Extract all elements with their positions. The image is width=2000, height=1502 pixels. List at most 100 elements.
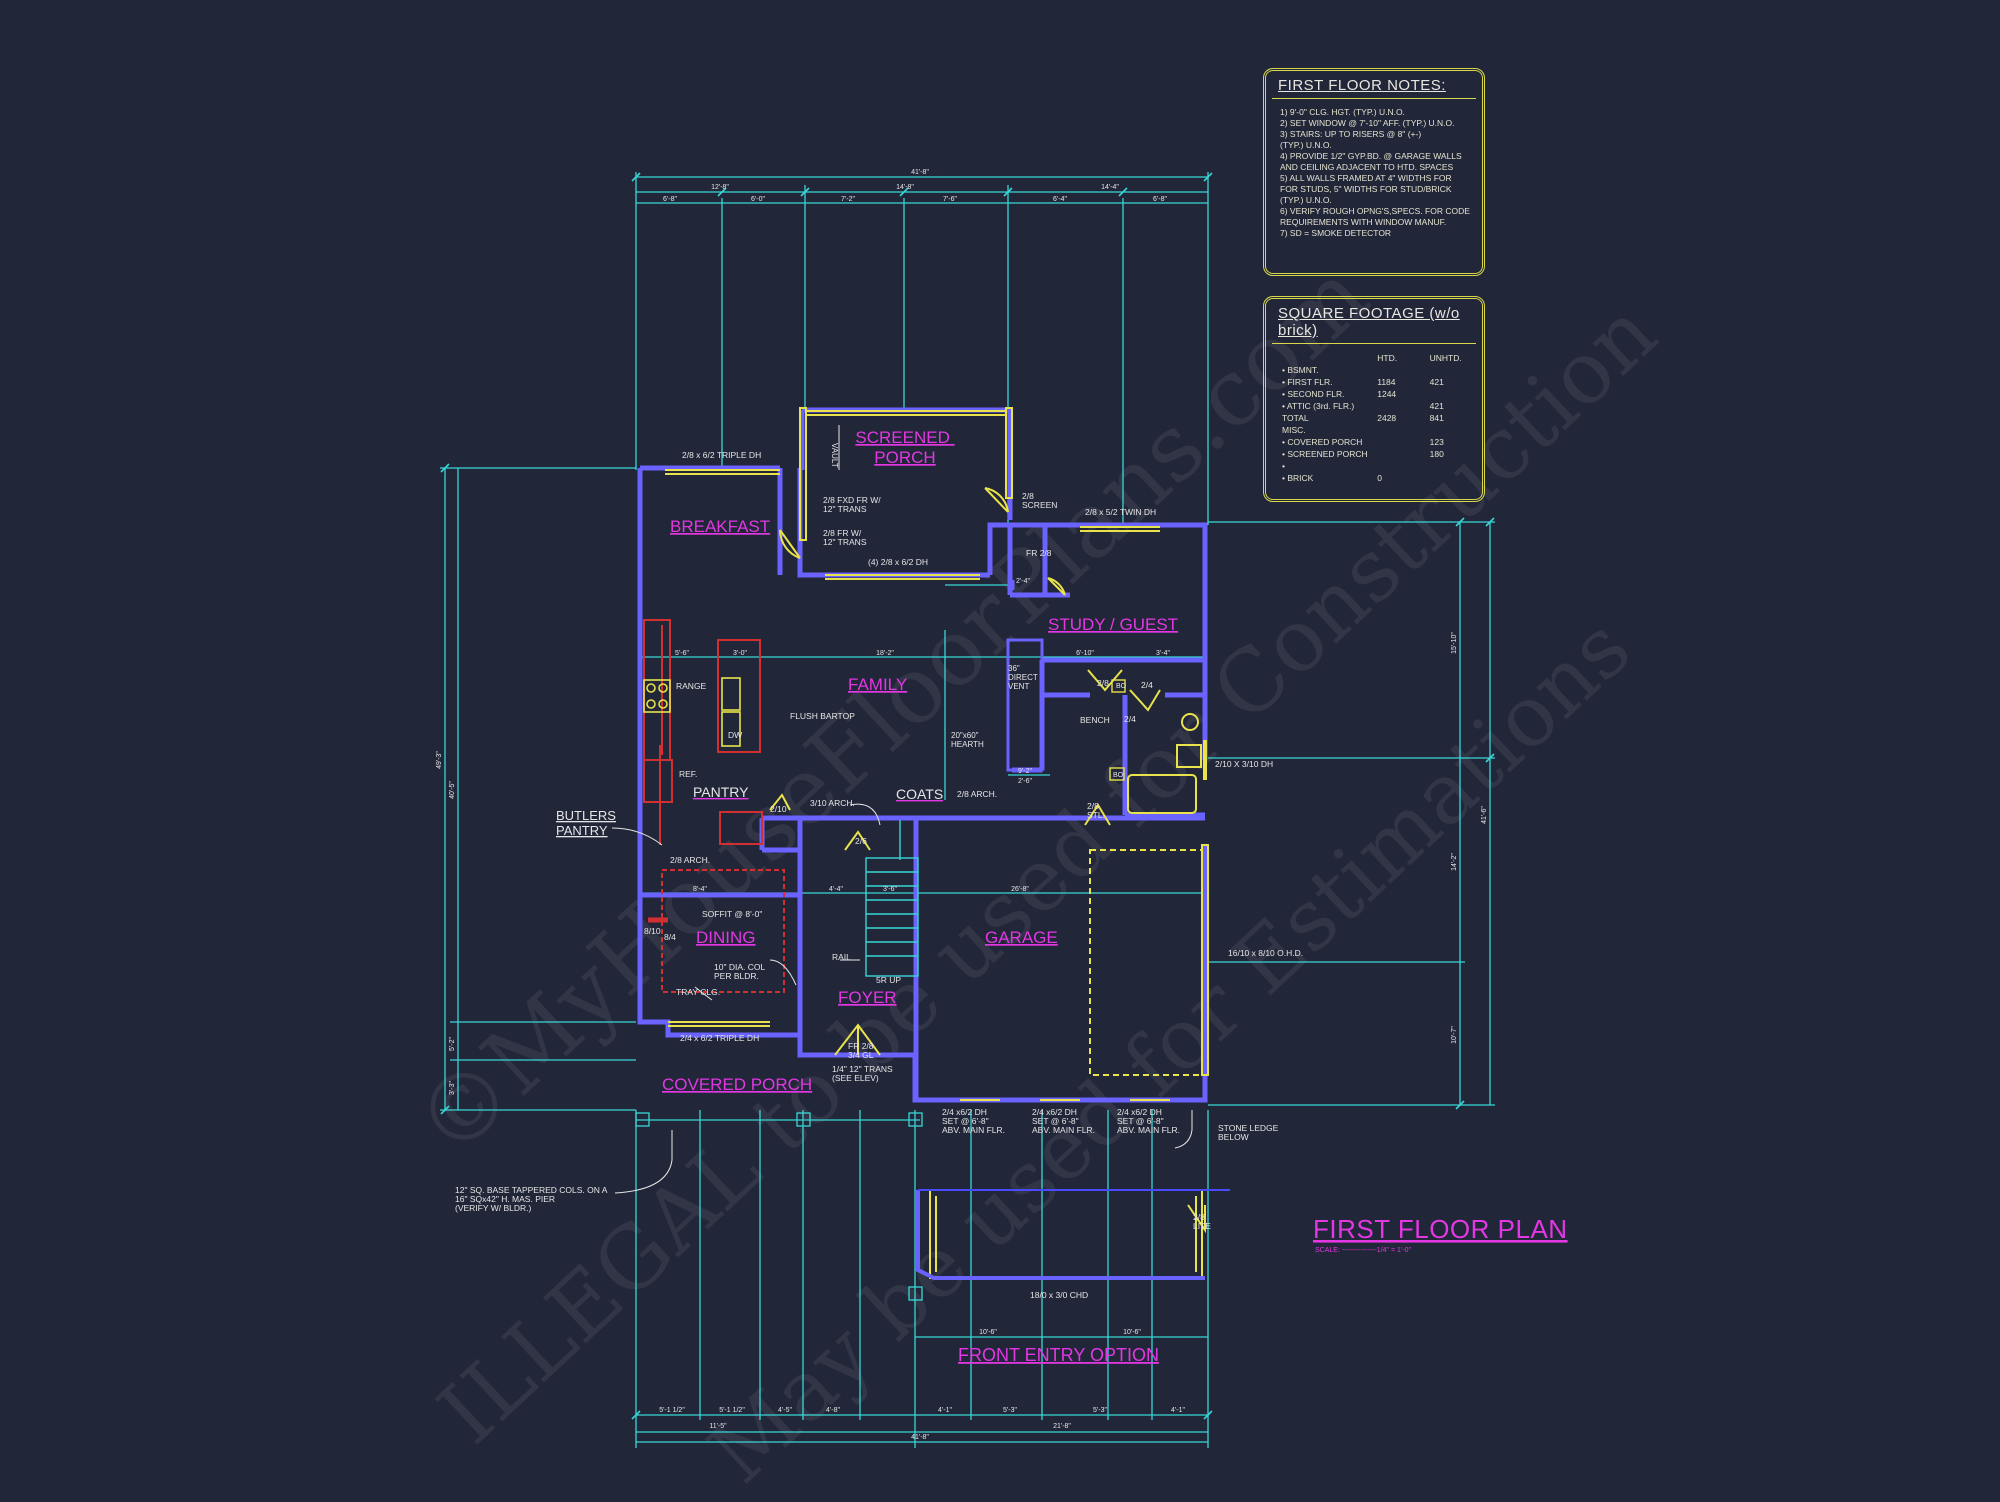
sqft-cell: • (1282, 461, 1285, 471)
square-footage-box: SQUARE FOOTAGE (w/o brick) HTD.UNHTD.• B… (1263, 296, 1485, 502)
label-dim-4: 6'-8" (663, 196, 677, 203)
room-labels: SCREENED PORCH BREAKFAST STUDY / GUEST F… (662, 428, 1178, 1094)
dimension-ticks (440, 172, 1495, 1420)
sqft-cell (1430, 472, 1482, 484)
label-idim-11: 2'-6" (1018, 778, 1032, 785)
label-idim-8: 4'-4" (829, 886, 843, 893)
sqft-cell: 0 (1377, 473, 1382, 483)
label-vdim-0: 49'-3" (436, 751, 443, 769)
label-vdim-5: 41'-6" (1481, 806, 1488, 824)
sqft-cell: 1184 (1377, 377, 1396, 387)
sqft-cell (1377, 448, 1429, 460)
sqft-cell: TOTAL (1282, 413, 1309, 423)
sqft-row: MISC. (1282, 424, 1482, 436)
label-arch-28-fam: 2/8 ARCH. (957, 789, 997, 799)
label-dim-14: 4'-8" (826, 1407, 840, 1414)
bo-boxes (1109, 679, 1126, 781)
room-study-guest: STUDY / GUEST (1048, 615, 1178, 634)
room-screened-porch: SCREENED PORCH (855, 428, 954, 467)
label-d-24b: 2/4 (1124, 714, 1136, 724)
sqft-row: • ATTIC (3rd. FLR.)421 (1282, 400, 1482, 412)
room-dining: DINING (696, 928, 756, 947)
label-idim-10: 9'-2" (1018, 768, 1032, 775)
windows-doors (665, 407, 1209, 1279)
label-dim-7: 7'-6" (943, 196, 957, 203)
label-idim-3: 6'-10" (1076, 650, 1094, 657)
sqft-cell (1430, 364, 1482, 376)
notes-divider (1272, 98, 1476, 99)
label-dh-right: 2/10 X 3/10 DH (1215, 759, 1273, 769)
label-dim-19: 11'-5" (709, 1423, 727, 1430)
room-foyer: FOYER (838, 988, 897, 1007)
note-item: 2) SET WINDOW @ 7'-10" AFF. (TYP.) U.N.O… (1280, 118, 1455, 128)
sqft-divider (1272, 343, 1476, 344)
label-vdim-3: 3'-3" (449, 1081, 456, 1095)
label-d-810: 8/10 (644, 926, 661, 936)
note-item: (TYP.) U.N.O. (1280, 140, 1332, 150)
room-garage: GARAGE (985, 928, 1058, 947)
label-dim-20: 21'-8" (1053, 1423, 1071, 1430)
sqft-cell: 180 (1429, 449, 1444, 459)
label-triple-dh-bottom: 2/4 x 6/2 TRIPLE DH (680, 1033, 759, 1043)
label-dim-3: 14'-4" (1101, 184, 1119, 191)
dimension-text: 41'-8"12'-8"14'-8"14'-4"6'-8"6'-0"7'-2"7… (436, 169, 1488, 1441)
plan-title: FIRST FLOOR PLAN (1313, 1214, 1568, 1244)
sqft-cell (1377, 460, 1429, 472)
label-dim-13: 4'-5" (778, 1407, 792, 1414)
label-dim-1: 12'-8" (711, 184, 729, 191)
label-vdim-7: 10'-7" (1451, 1026, 1458, 1044)
first-floor-notes-box: FIRST FLOOR NOTES: 1) 9'-0" CLG. HGT. (T… (1263, 68, 1485, 276)
note-item: (TYP.) U.N.O. (1280, 195, 1332, 205)
label-tray-clg: TRAY CLG. (676, 987, 720, 997)
label-idim-4: 3'-4" (1156, 650, 1170, 657)
label-dim-12: 5'-1 1/2" (719, 1407, 745, 1414)
note-item: 4) PROVIDE 1/2" GYP.BD. @ GARAGE WALLS (1280, 151, 1462, 161)
sqft-cell (1377, 400, 1429, 412)
dimension-lines (440, 172, 1495, 1448)
label-idim-0: 5'-6" (675, 650, 689, 657)
label-d-26: 2/6 (855, 836, 867, 846)
label-dim-18: 4'-1" (1171, 1407, 1185, 1414)
label-bo-a: BO (1116, 683, 1127, 690)
label-dim-0: 41'-8" (911, 169, 929, 176)
label-bo-b: BO (1113, 772, 1124, 779)
room-family: FAMILY (848, 675, 907, 694)
sqft-cell: • SECOND FLR. (1282, 389, 1345, 399)
label-range: RANGE (676, 681, 707, 691)
label-d-210: 2/10 (770, 804, 787, 814)
note-item: FOR STUDS, 5" WIDTHS FOR STUD/BRICK (1280, 184, 1452, 194)
label-d-84: 8/4 (664, 932, 676, 942)
label-idim-5: 2'-4" (1016, 578, 1030, 585)
sqft-cell: • SCREENED PORCH (1282, 449, 1368, 459)
front-entry-walls (916, 1189, 1230, 1280)
sqft-title: SQUARE FOOTAGE (w/o brick) (1278, 305, 1460, 339)
label-d-28: 2/8 (1097, 678, 1109, 688)
sqft-cell (1430, 388, 1482, 400)
label-dw: DW (728, 730, 742, 740)
note-item: 1) 9'-0" CLG. HGT. (TYP.) U.N.O. (1280, 107, 1405, 117)
sqft-header-row: HTD.UNHTD. (1282, 352, 1482, 364)
sqft-cell: UNHTD. (1429, 353, 1462, 363)
label-arch-28-din: 2/8 ARCH. (670, 855, 710, 865)
label-entry-trans: 1/4" 12" TRANS(SEE ELEV) (832, 1064, 893, 1083)
label-dim-16: 5'-3" (1003, 1407, 1017, 1414)
label-vdim-1: 40'-5" (449, 781, 456, 799)
label-four-dh: (4) 2/8 x 6/2 DH (868, 557, 928, 567)
notes-title: FIRST FLOOR NOTES: (1278, 77, 1446, 94)
label-dim-9: 6'-8" (1153, 196, 1167, 203)
label-idim-2: 18'-2" (876, 650, 894, 657)
sqft-cell: 123 (1429, 437, 1444, 447)
sqft-cell (1430, 424, 1482, 436)
sqft-cell: • FIRST FLR. (1282, 377, 1333, 387)
label-idim-6: 26'-8" (1011, 886, 1029, 893)
room-covered-porch: COVERED PORCH (662, 1075, 812, 1094)
